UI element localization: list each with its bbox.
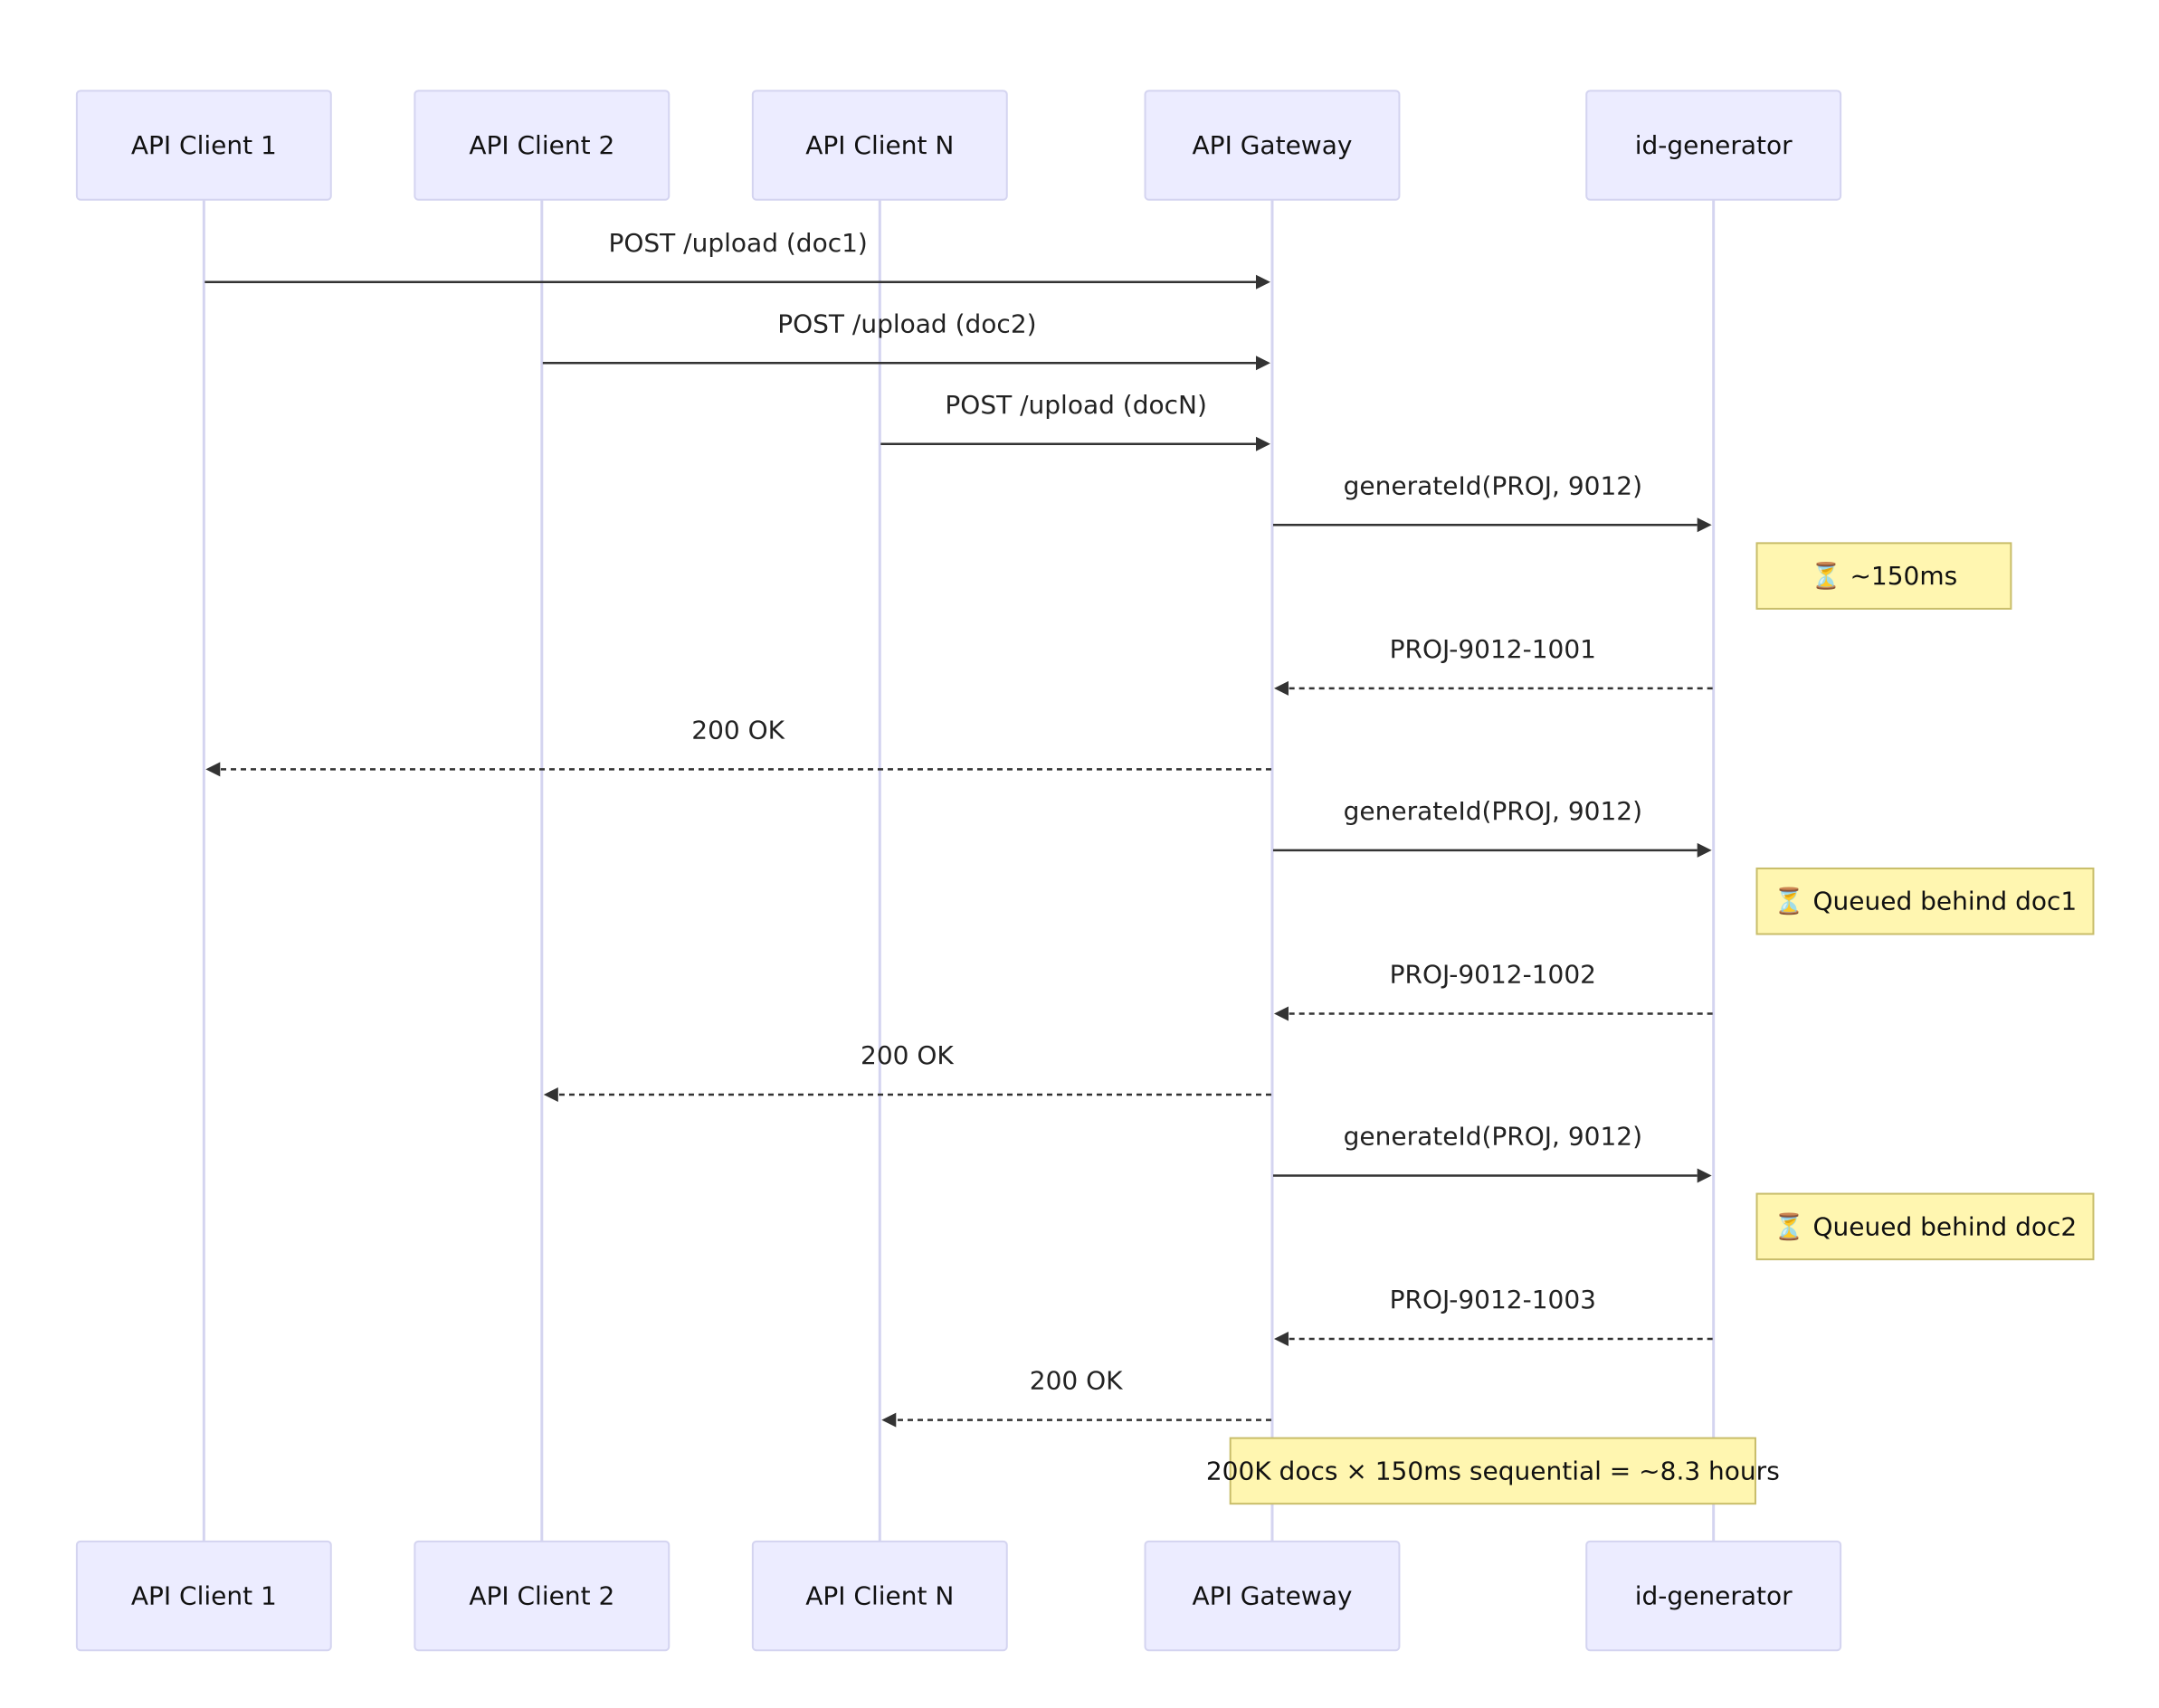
message-label: PROJ-9012-1002 xyxy=(1390,960,1596,990)
summary-note: 200K docs × 150ms sequential = ~8.3 hour… xyxy=(1206,1437,1780,1505)
actor-label: API Client 1 xyxy=(131,130,277,160)
arrowhead xyxy=(1697,842,1712,858)
note-text: ⏳ Queued behind doc2 xyxy=(1774,1211,2077,1241)
lifelines xyxy=(202,199,1716,1542)
message-13: PROJ-9012-1003 xyxy=(1273,1285,1713,1347)
message-9: PROJ-9012-1002 xyxy=(1273,960,1713,1021)
message-label: PROJ-9012-1003 xyxy=(1390,1285,1596,1314)
actor-box xyxy=(75,1540,332,1652)
message-10: 200 OK xyxy=(543,1040,1271,1102)
note-text: ⏳ Queued behind doc1 xyxy=(1774,887,2077,916)
actors-bottom: API Client 1 API Client 2 API Client N API … xyxy=(75,1540,1842,1652)
actor-box xyxy=(1585,90,1842,201)
arrowhead xyxy=(1255,356,1270,371)
note-box xyxy=(1755,1192,2095,1261)
note-box xyxy=(1755,867,2095,935)
actor-label: API Gateway xyxy=(1193,130,1353,160)
actor-cn-top: API Client N xyxy=(751,90,1008,201)
message-2: POST /upload (docN) xyxy=(880,390,1270,451)
actor-label: API Client N xyxy=(805,130,954,160)
actors-top: API Client 1 API Client 2 API Client N API … xyxy=(75,90,1842,201)
arrowhead xyxy=(1255,436,1270,451)
actor-label: API Client N xyxy=(805,1581,954,1611)
arrowhead xyxy=(1255,274,1270,289)
notes: ⏳ ~150ms ⏳ Queued behind doc1 ⏳ Queued beh… xyxy=(1206,542,2095,1505)
actor-c2-bottom: API Client 2 xyxy=(414,1540,671,1652)
actor-box xyxy=(1144,90,1401,201)
message-11: generateId(PROJ, 9012) xyxy=(1272,1122,1712,1183)
arrowhead xyxy=(1273,680,1289,696)
actor-gw-top: API Gateway xyxy=(1144,90,1401,201)
message-label: 200 OK xyxy=(861,1040,954,1070)
message-label: generateId(PROJ, 9012) xyxy=(1344,470,1642,500)
actor-label: id-generator xyxy=(1635,1581,1793,1611)
note-4: ⏳ ~150ms xyxy=(1755,542,2012,610)
actor-box xyxy=(751,90,1008,201)
arrowhead xyxy=(1273,1006,1289,1021)
actor-label: API Client 2 xyxy=(469,130,614,160)
actor-c1-bottom: API Client 1 xyxy=(75,1540,332,1652)
note-8: ⏳ Queued behind doc1 xyxy=(1755,867,2095,935)
message-label: 200 OK xyxy=(1030,1366,1123,1396)
messages: POST /upload (doc1) POST /upload (doc2) PO… xyxy=(204,228,1713,1428)
actor-label: API Client 1 xyxy=(131,1581,277,1611)
actor-box xyxy=(1585,1540,1842,1652)
note-text: 200K docs × 150ms sequential = ~8.3 hour… xyxy=(1206,1456,1780,1485)
actor-c2-top: API Client 2 xyxy=(414,90,671,201)
note-box xyxy=(1755,542,2012,610)
message-7: generateId(PROJ, 9012) xyxy=(1272,796,1712,858)
message-label: PROJ-9012-1001 xyxy=(1390,634,1596,664)
arrowhead xyxy=(205,762,221,777)
message-label: generateId(PROJ, 9012) xyxy=(1344,796,1642,826)
arrowhead xyxy=(1697,1168,1712,1183)
note-12: ⏳ Queued behind doc2 xyxy=(1755,1192,2095,1261)
actor-box xyxy=(414,90,671,201)
message-label: POST /upload (doc2) xyxy=(777,308,1036,338)
message-5: PROJ-9012-1001 xyxy=(1273,634,1713,696)
message-3: generateId(PROJ, 9012) xyxy=(1272,470,1712,533)
actor-label: API Gateway xyxy=(1193,1581,1353,1611)
actor-box xyxy=(414,1540,671,1652)
actor-label: id-generator xyxy=(1635,130,1793,160)
actor-cn-bottom: API Client N xyxy=(751,1540,1008,1652)
arrowhead xyxy=(1273,1332,1289,1347)
message-label: 200 OK xyxy=(691,715,785,745)
actor-box xyxy=(1144,1540,1401,1652)
note-box xyxy=(1229,1437,1756,1505)
message-label: POST /upload (doc1) xyxy=(608,228,867,258)
actor-box xyxy=(75,90,332,201)
actor-idg-bottom: id-generator xyxy=(1585,1540,1842,1652)
actor-c1-top: API Client 1 xyxy=(75,90,332,201)
actor-gw-bottom: API Gateway xyxy=(1144,1540,1401,1652)
message-label: generateId(PROJ, 9012) xyxy=(1344,1122,1642,1152)
actor-label: API Client 2 xyxy=(469,1581,614,1611)
note-text: ⏳ ~150ms xyxy=(1811,561,1958,591)
message-6: 200 OK xyxy=(205,715,1271,777)
actor-idg-top: id-generator xyxy=(1585,90,1842,201)
message-1: POST /upload (doc2) xyxy=(542,308,1270,371)
arrowhead xyxy=(881,1412,897,1428)
arrowhead xyxy=(1697,517,1712,533)
actor-box xyxy=(751,1540,1008,1652)
message-0: POST /upload (doc1) xyxy=(204,228,1270,289)
message-14: 200 OK xyxy=(881,1366,1271,1428)
arrowhead xyxy=(543,1086,558,1102)
message-label: POST /upload (docN) xyxy=(945,390,1207,420)
